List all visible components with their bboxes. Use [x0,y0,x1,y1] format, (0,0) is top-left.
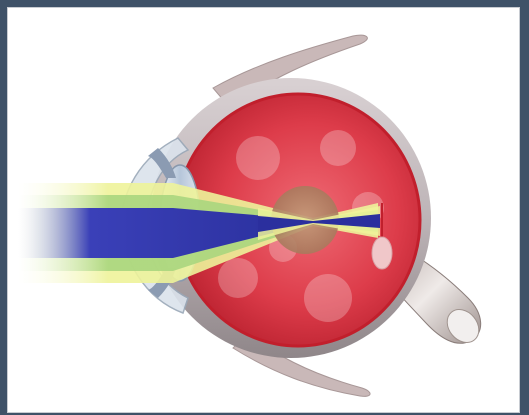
illustration-panel [7,7,520,413]
eye-illustration [8,8,520,413]
optic-disc [372,237,392,269]
